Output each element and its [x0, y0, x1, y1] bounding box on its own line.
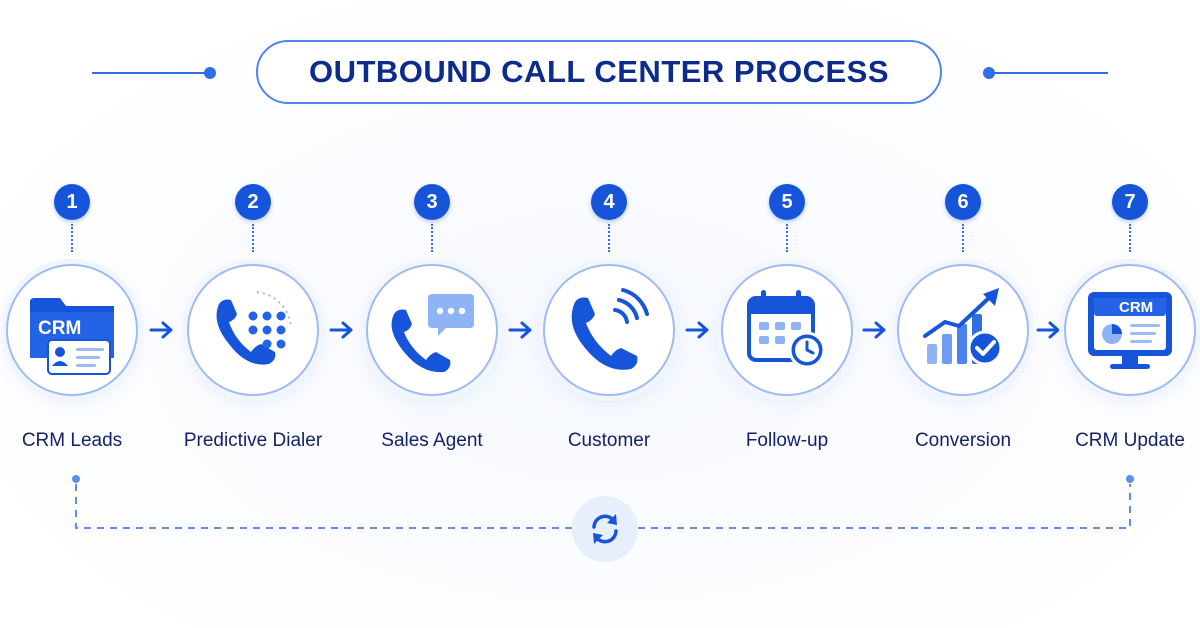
step-dotted-connector — [1129, 224, 1131, 252]
step-label: CRM Update — [1075, 430, 1185, 451]
step-number-badge: 7 — [1112, 184, 1148, 220]
arrow-right-icon — [1036, 321, 1060, 339]
arrow-right-icon — [149, 321, 173, 339]
step-label: Customer — [567, 430, 651, 451]
phone-chat-bubble-icon — [366, 264, 498, 396]
page-title: OUTBOUND CALL CENTER PROCESS — [308, 54, 890, 89]
calendar-clock-icon — [721, 264, 853, 396]
step-dotted-connector — [786, 224, 788, 252]
step-label: Conversion — [914, 430, 1012, 451]
step-dotted-connector — [962, 224, 964, 252]
title-left-dot — [204, 67, 216, 79]
step-dotted-connector — [71, 224, 73, 252]
step-label: CRM Leads — [21, 430, 123, 451]
step-dotted-connector — [608, 224, 610, 252]
phone-ringing-icon — [543, 264, 675, 396]
arrow-right-icon — [508, 321, 532, 339]
step-dotted-connector — [252, 224, 254, 252]
step-number-badge: 4 — [591, 184, 627, 220]
step-number-badge: 5 — [769, 184, 805, 220]
step-number-badge: 1 — [54, 184, 90, 220]
step-label: Sales Agent — [381, 430, 483, 451]
step-dotted-connector — [431, 224, 433, 252]
arrow-right-icon — [862, 321, 886, 339]
step-number-badge: 2 — [235, 184, 271, 220]
phone-keypad-icon — [187, 264, 319, 396]
arrow-right-icon — [329, 321, 353, 339]
title-right-line — [990, 72, 1108, 74]
svg-text:CRM: CRM — [1119, 299, 1153, 316]
growth-chart-check-icon — [897, 264, 1029, 396]
step-number-badge: 3 — [414, 184, 450, 220]
arrow-right-icon — [685, 321, 709, 339]
refresh-cycle-icon — [572, 496, 638, 562]
step-label: Follow-up — [745, 430, 829, 451]
crm-folder-contact-card-icon: CRM — [6, 264, 138, 396]
title-right-dot — [983, 67, 995, 79]
title-banner: OUTBOUND CALL CENTER PROCESS — [256, 40, 942, 104]
svg-text:CRM: CRM — [38, 318, 81, 339]
crm-monitor-dashboard-icon: CRM — [1064, 264, 1196, 396]
step-label: Predictive Dialer — [183, 430, 323, 451]
title-left-line — [92, 72, 210, 74]
step-number-badge: 6 — [945, 184, 981, 220]
